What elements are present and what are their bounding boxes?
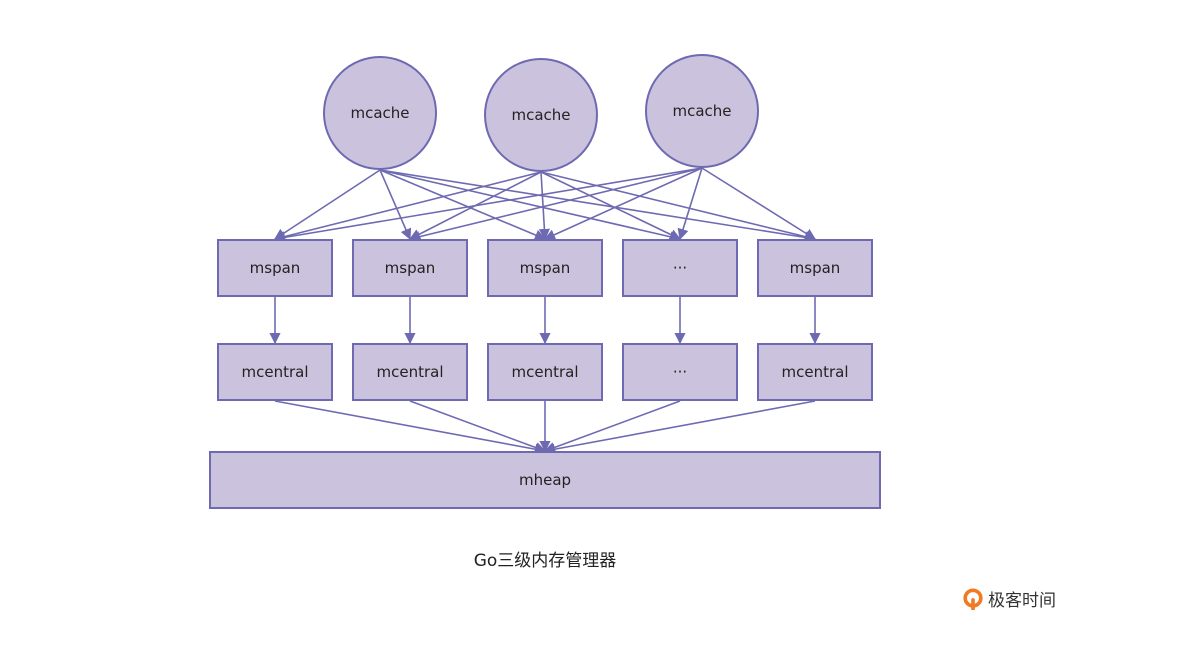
mspan-label: mspan [519,259,571,277]
mcache-node-2: mcache [484,58,598,172]
brand-name: 极客时间 [988,591,1056,611]
mspan-label: ··· [672,259,688,277]
mcache-node-3: mcache [645,54,759,168]
mcentral-node-3: mcentral [487,343,603,401]
mcache-to-mspan-arrow [379,169,817,243]
mcache-to-mspan-arrow [273,171,542,242]
mcentral-to-mheap-arrow [543,400,681,453]
mcache-to-mspan-arrow [379,169,412,241]
diagram-caption: Go三级内存管理器 [473,551,617,571]
mcache-label: mcache [672,102,732,120]
mcentral-label: mcentral [511,363,579,381]
mcentral-to-mheap-arrow [274,400,547,455]
brand-logo: 极客时间 [962,586,1056,611]
mspan-label: mspan [789,259,841,277]
mspan-node-2: mspan [352,239,468,297]
mheap-label: mheap [518,471,572,489]
mcentral-to-mheap-arrow [409,400,547,453]
mcache-to-mspan-arrow [540,171,817,243]
mcache-to-mspan-arrow [273,167,703,243]
mspan-node-1: mspan [217,239,333,297]
mcache-to-mspan-arrow [538,171,550,241]
mcentral-label: mcentral [241,363,309,381]
mheap-node: mheap [209,451,881,509]
mspan-node-3: mspan [487,239,603,297]
mspan-label: mspan [384,259,436,277]
mcache-to-mspan-arrow [274,169,381,240]
mcache-label: mcache [511,106,571,124]
mcache-to-mspan-arrow [408,167,703,243]
mcentral-node-1: mcentral [217,343,333,401]
mcentral-label: mcentral [376,363,444,381]
mcentral-node-2: mcentral [352,343,468,401]
mcache-to-mspan-arrow [543,167,703,240]
mcentral-node-5: mcentral [757,343,873,401]
mcentral-to-mheap-arrow [543,400,816,455]
mcentral-label: ··· [672,363,688,381]
geektime-logo-icon [963,587,983,610]
mcentral-node-ellipsis: ··· [622,343,738,401]
mcache-label: mcache [350,104,410,122]
mcentral-label: mcentral [781,363,849,381]
mspan-node-ellipsis: ··· [622,239,738,297]
mcache-to-mspan-arrow [701,167,816,240]
mcache-to-mspan-arrow [379,169,547,241]
mspan-node-5: mspan [757,239,873,297]
mcache-to-mspan-arrow [540,171,682,240]
mcache-to-mspan-arrow [379,169,682,243]
mspan-label: mspan [249,259,301,277]
mcache-node-1: mcache [323,56,437,170]
mcache-to-mspan-arrow [677,167,703,241]
